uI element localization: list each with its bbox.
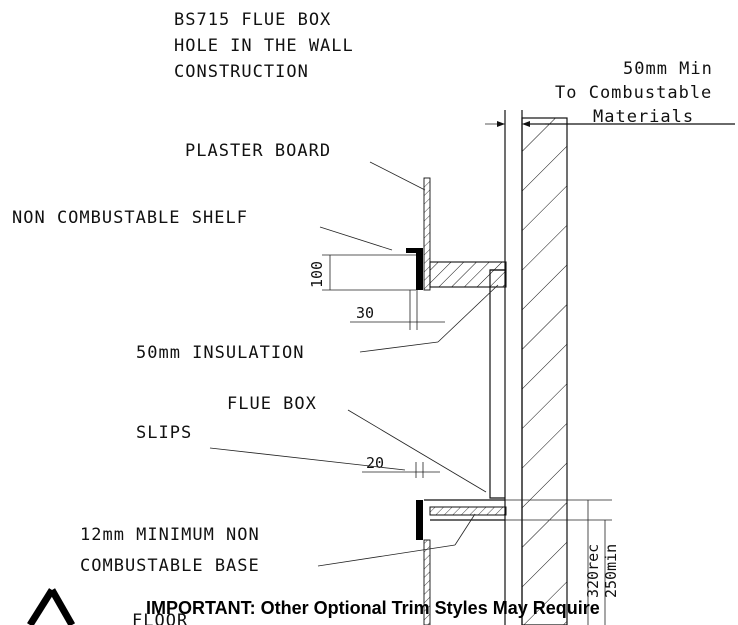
leader-shelf (319, 226, 393, 251)
plaster-board-lower (423, 539, 431, 625)
title-line-3: CONSTRUCTION (174, 62, 309, 82)
dim-base-rec: 320rec (584, 544, 602, 598)
floor-stroke-2 (48, 588, 76, 625)
clearance-line-3: Materials (593, 107, 694, 127)
masonry-wall (521, 117, 568, 625)
clearance-line-1: 50mm Min (623, 59, 713, 79)
label-shelf: NON COMBUSTABLE SHELF (12, 208, 248, 228)
non-combustible-base (429, 506, 507, 516)
insulation (429, 261, 507, 288)
label-plaster-board: PLASTER BOARD (185, 141, 331, 161)
label-base-line-1: 12mm MINIMUM NON (80, 525, 260, 545)
floor-stroke (27, 588, 55, 625)
dim-shelf-height: 100 (308, 261, 326, 288)
leader-base-2 (454, 513, 476, 546)
leader-insulation-2 (437, 284, 499, 343)
title-line-1: BS715 FLUE BOX (174, 10, 331, 30)
dim-slip-depth: 20 (366, 454, 384, 472)
dim-base-min: 250min (602, 544, 620, 598)
leader-slips (209, 447, 406, 471)
label-floor: FLOOR (132, 611, 188, 625)
label-insulation: 50mm INSULATION (136, 343, 305, 363)
important-note: IMPORTANT: Other Optional Trim Styles Ma… (146, 598, 600, 618)
title-line-2: HOLE IN THE WALL (174, 36, 354, 56)
label-flue-box: FLUE BOX (227, 394, 317, 414)
plaster-board-upper (423, 177, 431, 291)
label-base-line-2: COMBUSTABLE BASE (80, 556, 260, 576)
leader-plaster-board (369, 161, 426, 191)
clearance-line-2: To Combustable (555, 83, 712, 103)
leader-insulation-1 (359, 341, 439, 353)
dim-shelf-depth: 30 (356, 304, 374, 322)
shelf-trim (416, 248, 423, 290)
base-slip-trim (416, 500, 423, 540)
flue-box-outline (489, 269, 505, 499)
label-slips: SLIPS (136, 423, 192, 443)
leader-base-1 (317, 544, 456, 567)
shelf-trim-lip (406, 248, 416, 253)
leader-flue-box (347, 409, 487, 493)
